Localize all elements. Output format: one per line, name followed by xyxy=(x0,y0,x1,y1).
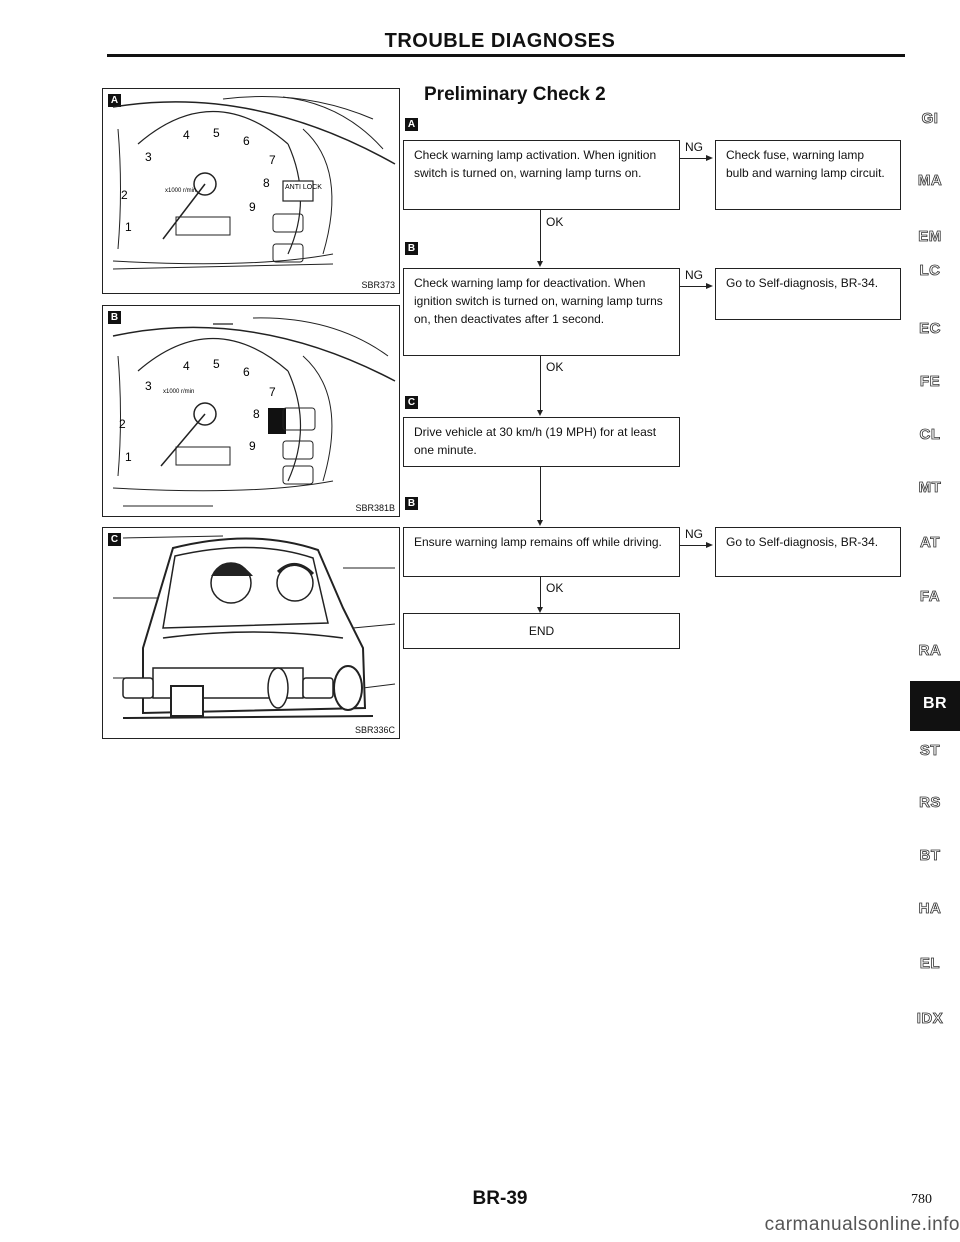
flow-box-ng-d: Go to Self-diagnosis, BR-34. xyxy=(715,527,901,577)
flow-box-check-activation: Check warning lamp activation. When igni… xyxy=(403,140,680,210)
flow-connector xyxy=(540,467,541,522)
flow-end-text: END xyxy=(528,624,555,638)
figure-badge-c: C xyxy=(108,533,121,546)
arrow-right-icon xyxy=(706,155,713,161)
svg-text:6: 6 xyxy=(243,365,250,379)
flow-ng-text-a: Check fuse, warning lamp bulb and warnin… xyxy=(726,148,885,180)
flow-ng-text-b: Go to Self-diagnosis, BR-34. xyxy=(726,276,879,290)
section-index-mt[interactable]: MT xyxy=(918,479,942,497)
arrow-down-icon xyxy=(537,261,543,267)
flow-text-a: Check warning lamp activation. When igni… xyxy=(414,148,657,180)
flow-connector xyxy=(540,577,541,609)
svg-text:1: 1 xyxy=(125,450,132,464)
svg-text:2: 2 xyxy=(119,417,126,431)
flow-connector xyxy=(540,210,541,262)
section-index-ra[interactable]: RA xyxy=(918,642,942,660)
flow-connector xyxy=(540,356,541,411)
gauge-unit-a: x1000 r/min xyxy=(165,188,196,194)
svg-text:5: 5 xyxy=(213,357,220,371)
svg-text:1: 1 xyxy=(125,220,132,234)
flow-ok-label-a: OK xyxy=(546,215,564,229)
svg-text:9: 9 xyxy=(249,200,256,214)
flow-badge-b: B xyxy=(405,242,418,255)
svg-text:8: 8 xyxy=(253,407,260,421)
figure-b: B x1000 r/min 1 2 3 4 5 6 7 8 9 SBR381B xyxy=(102,305,400,517)
section-index-lc[interactable]: LC xyxy=(919,262,941,280)
section-index-br[interactable]: BR xyxy=(922,695,948,712)
section-index-idx[interactable]: IDX xyxy=(916,1010,944,1028)
section-index-fe[interactable]: FE xyxy=(919,373,941,391)
section-index-cl[interactable]: CL xyxy=(919,426,941,444)
gauge-unit-b: x1000 r/min xyxy=(163,389,194,395)
figure-a: A ANTI LOCK x1000 r/min 1 2 3 4 5 6 7 8 … xyxy=(102,88,400,294)
flow-box-ng-b: Go to Self-diagnosis, BR-34. xyxy=(715,268,901,320)
page-index: 780 xyxy=(911,1192,932,1207)
flow-badge-d: B xyxy=(405,497,418,510)
header-rule xyxy=(107,54,905,57)
section-index-ma[interactable]: MA xyxy=(917,172,943,190)
section-index-ha[interactable]: HA xyxy=(918,900,942,918)
section-index-active-tab[interactable] xyxy=(910,681,960,731)
arrow-right-icon xyxy=(706,283,713,289)
arrow-down-icon xyxy=(537,410,543,416)
watermark: carmanualsonline.info xyxy=(764,1214,960,1235)
figure-badge-b: B xyxy=(108,311,121,324)
flow-badge-a: A xyxy=(405,118,418,131)
flow-ok-label-b: OK xyxy=(546,360,564,374)
section-index-st[interactable]: ST xyxy=(919,742,941,760)
svg-text:2: 2 xyxy=(121,188,128,202)
section-index-gi[interactable]: GI xyxy=(921,110,939,128)
lamp-label-a: ANTI LOCK xyxy=(285,184,322,191)
section-index-bt[interactable]: BT xyxy=(919,847,941,865)
flow-ng-label-d: NG xyxy=(685,527,703,541)
instrument-cluster-illustration: ANTI LOCK x1000 r/min 1 2 3 4 5 6 7 8 9 xyxy=(112,96,396,270)
flow-box-ensure-lamp-off: Ensure warning lamp remains off while dr… xyxy=(403,527,680,577)
section-index-fa[interactable]: FA xyxy=(919,588,941,606)
flow-box-check-deactivation: Check warning lamp for deactivation. Whe… xyxy=(403,268,680,356)
section-index-at[interactable]: AT xyxy=(920,534,940,552)
figure-c: C SBR336C xyxy=(102,527,400,739)
page-header-title: TROUBLE DIAGNOSES xyxy=(384,30,616,52)
svg-text:7: 7 xyxy=(269,385,276,399)
flow-text-d: Ensure warning lamp remains off while dr… xyxy=(414,535,662,549)
flow-ng-label-b: NG xyxy=(685,268,703,282)
figure-code-a: SBR373 xyxy=(361,280,395,290)
figure-code-b: SBR381B xyxy=(355,503,395,513)
flow-ok-label-d: OK xyxy=(546,581,564,595)
flow-text-b: Check warning lamp for deactivation. Whe… xyxy=(414,276,663,326)
svg-text:3: 3 xyxy=(145,379,152,393)
flow-box-end: END xyxy=(403,613,680,649)
flow-box-ng-a: Check fuse, warning lamp bulb and warnin… xyxy=(715,140,901,210)
svg-text:8: 8 xyxy=(263,176,270,190)
flow-badge-c: C xyxy=(405,396,418,409)
svg-text:4: 4 xyxy=(183,359,190,373)
flow-ng-label-a: NG xyxy=(685,140,703,154)
arrow-right-icon xyxy=(706,542,713,548)
figure-badge-a: A xyxy=(108,94,121,107)
arrow-down-icon xyxy=(537,607,543,613)
section-index-em[interactable]: EM xyxy=(918,228,942,246)
flow-box-drive-vehicle: Drive vehicle at 30 km/h (19 MPH) for at… xyxy=(403,417,680,467)
section-index-el[interactable]: EL xyxy=(919,955,941,973)
svg-text:3: 3 xyxy=(145,150,152,164)
page-label: BR-39 xyxy=(472,1188,528,1209)
arrow-down-icon xyxy=(537,520,543,526)
flow-ng-text-d: Go to Self-diagnosis, BR-34. xyxy=(726,535,879,549)
svg-text:5: 5 xyxy=(213,126,220,140)
flow-connector xyxy=(680,545,707,546)
section-index-rs[interactable]: RS xyxy=(919,794,941,812)
svg-text:6: 6 xyxy=(243,134,250,148)
instrument-cluster-illustration: x1000 r/min 1 2 3 4 5 6 7 8 9 xyxy=(112,317,396,507)
svg-text:9: 9 xyxy=(249,439,256,453)
car-driver-illustration xyxy=(113,535,396,719)
svg-text:7: 7 xyxy=(269,153,276,167)
svg-text:4: 4 xyxy=(183,128,190,142)
figure-code-c: SBR336C xyxy=(354,725,395,735)
flow-text-c: Drive vehicle at 30 km/h (19 MPH) for at… xyxy=(414,425,657,457)
flow-connector xyxy=(680,158,707,159)
section-index-ec[interactable]: EC xyxy=(919,320,941,338)
flow-connector xyxy=(680,286,707,287)
section-title: Preliminary Check 2 xyxy=(424,84,606,105)
